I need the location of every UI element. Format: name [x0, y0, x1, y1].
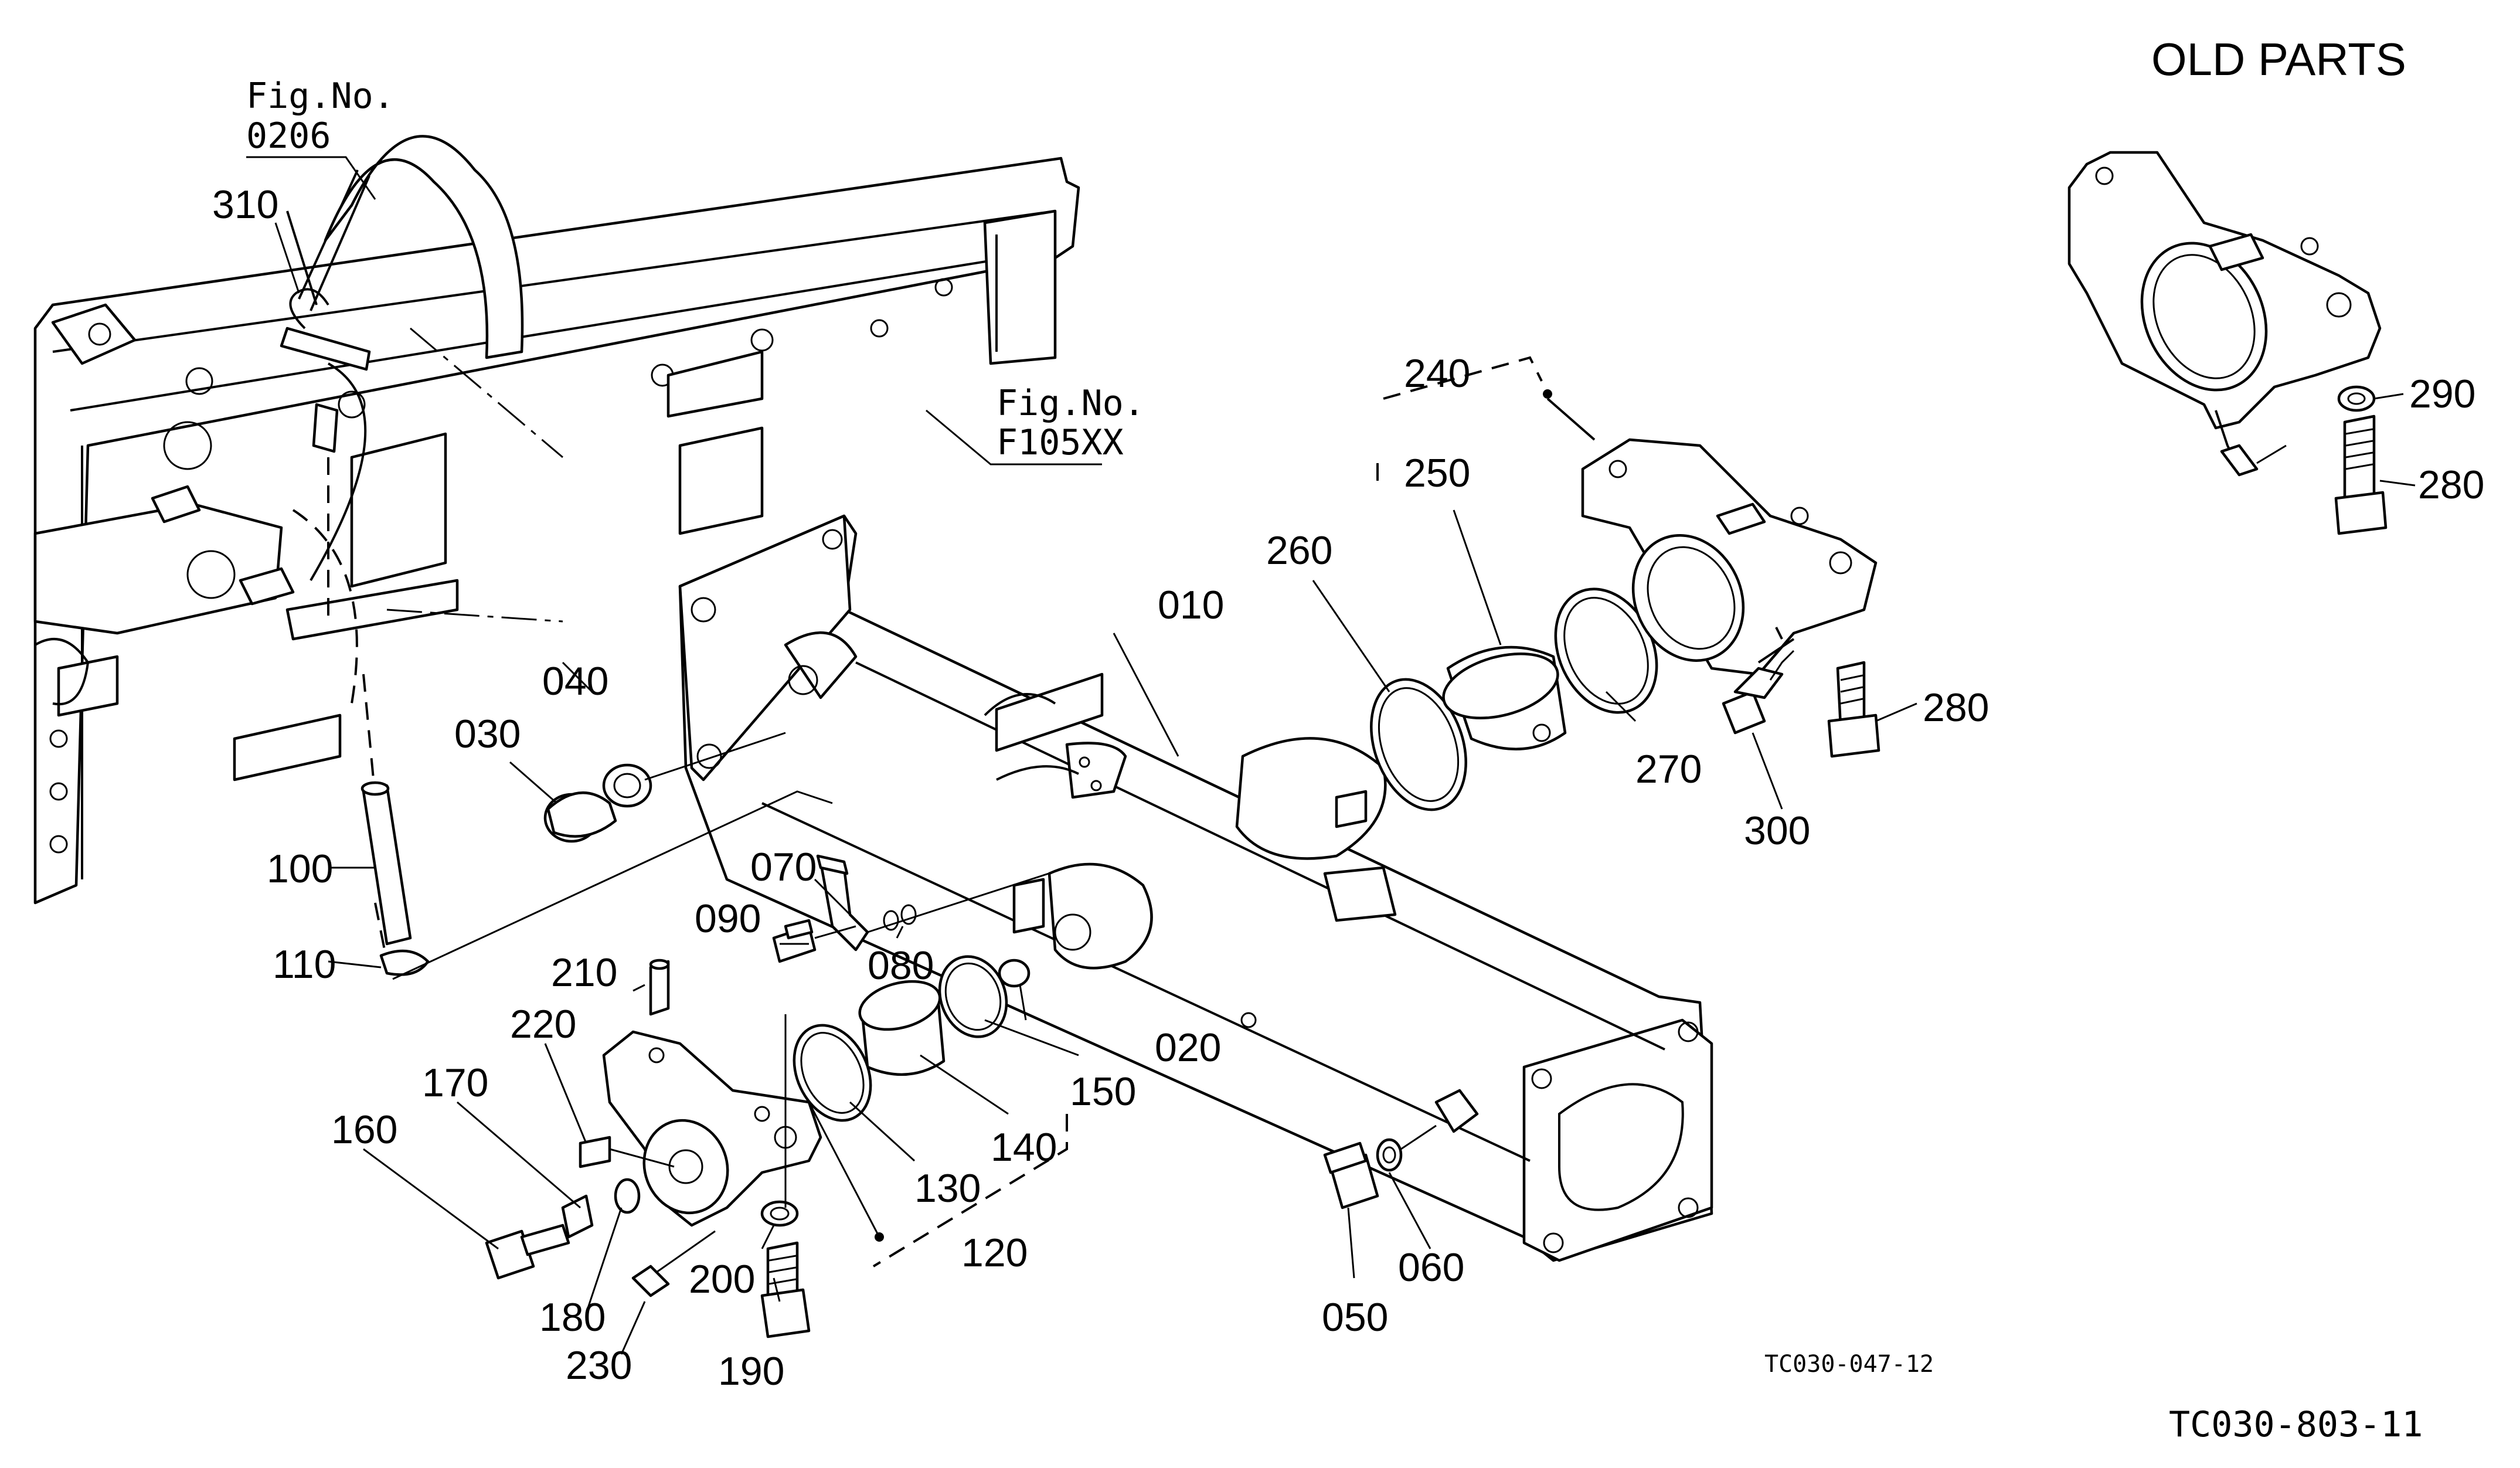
part-label-180: 180	[539, 1295, 606, 1340]
part-label-060: 060	[1398, 1245, 1464, 1290]
part-label-300: 300	[1744, 808, 1810, 853]
part-label-200: 200	[689, 1257, 755, 1302]
part-label-080: 080	[868, 943, 934, 988]
leader-lines	[274, 222, 2416, 1355]
part-label-210: 210	[551, 950, 617, 995]
part-label-260: 260	[1266, 528, 1332, 573]
figure-reference-0206: Fig.No. 0206	[246, 76, 395, 200]
drain-plug-set	[1323, 1089, 1479, 1209]
left-small-parts	[361, 732, 1067, 1122]
part-label-070: 070	[750, 845, 817, 889]
part-label-190: 190	[718, 1349, 784, 1394]
figure-reference-f105xx: Fig.No. F105XX	[926, 383, 1145, 465]
part-label-150: 150	[1070, 1069, 1136, 1114]
part-label-230: 230	[566, 1343, 632, 1388]
part-label-100: 100	[267, 847, 333, 891]
part-label-310: 310	[212, 182, 278, 227]
part-label-280: 280	[1923, 685, 1989, 730]
part-label-270: 270	[1635, 747, 1702, 791]
part-label-040: 040	[542, 659, 608, 704]
part-label-160: 160	[331, 1107, 397, 1152]
ref-fig-number: F105XX	[997, 422, 1124, 463]
part-label-140: 140	[991, 1125, 1057, 1170]
steering-knuckle-bracket	[1581, 438, 1880, 758]
part-label-170: 170	[422, 1061, 488, 1105]
part-label-120: 120	[961, 1231, 1028, 1275]
axle-housing	[678, 514, 1713, 1262]
part-label-280-old: 280	[2418, 463, 2484, 507]
part-label-030: 030	[454, 712, 521, 756]
part-label-020: 020	[1155, 1025, 1221, 1070]
part-label-240: 240	[1404, 351, 1470, 396]
left-bracket-group	[485, 959, 884, 1338]
old-parts-title: OLD PARTS	[2151, 33, 2406, 85]
part-label-220: 220	[510, 1002, 576, 1046]
part-label-010: 010	[1158, 583, 1224, 627]
part-label-090: 090	[695, 896, 761, 941]
part-label-250: 250	[1404, 451, 1470, 495]
ref-fig-number: 0206	[246, 115, 331, 157]
group-bracket-240	[1376, 356, 1596, 487]
hose-and-band-clamp	[280, 135, 524, 962]
part-label-110: 110	[273, 942, 336, 987]
part-label-050: 050	[1322, 1295, 1388, 1340]
part-labels: OLD PARTS 310 240 250 260 010 270 280 30…	[212, 33, 2484, 1445]
part-label-130: 130	[914, 1166, 981, 1211]
ref-fig-label: Fig.No.	[246, 76, 395, 117]
sub-drawing-code: TC030-047-12	[1764, 1351, 1934, 1378]
old-parts-inset	[2067, 151, 2388, 535]
ref-fig-label: Fig.No.	[997, 383, 1145, 424]
group-bracket-120	[872, 1114, 1068, 1267]
drawing-code: TC030-803-11	[2169, 1404, 2423, 1445]
part-label-290: 290	[2409, 372, 2475, 416]
